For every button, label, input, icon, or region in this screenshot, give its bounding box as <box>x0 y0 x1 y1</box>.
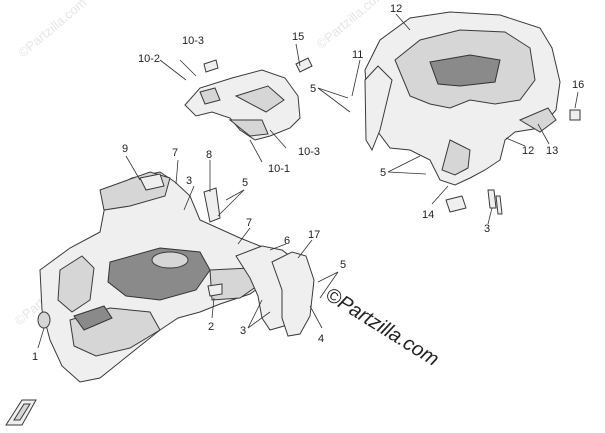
callout-5-center: 5 <box>242 177 248 189</box>
callout-10-1: 10-1 <box>268 163 290 175</box>
callout-17: 17 <box>308 229 320 241</box>
callout-labels: 10-2 10-3 15 10-3 10-1 11 12 16 13 12 14… <box>32 3 584 363</box>
part-3-clip-right <box>487 189 497 209</box>
callout-11: 11 <box>352 49 363 61</box>
callout-7-top: 7 <box>172 147 178 159</box>
leader-lines <box>37 13 579 349</box>
part-14-bracket <box>445 195 467 213</box>
watermark-top-right: ©Partzilla.com <box>314 0 388 52</box>
part-10-3-clip-top <box>203 59 219 73</box>
callout-14: 14 <box>422 209 434 221</box>
callout-5-mid-right: 5 <box>380 167 386 179</box>
callout-12-bottom: 12 <box>522 145 534 157</box>
part-front-body-assembly <box>39 171 279 383</box>
callout-8: 8 <box>206 149 212 161</box>
callout-15: 15 <box>292 31 304 43</box>
part-16-small-plug <box>569 109 581 121</box>
part-3-clip-right-b <box>495 195 503 215</box>
callout-3-right: 3 <box>484 223 490 235</box>
callout-10-2: 10-2 <box>138 53 160 65</box>
front-direction-arrow <box>5 399 37 426</box>
callout-12-top: 12 <box>390 3 402 15</box>
callout-13: 13 <box>546 145 558 157</box>
callout-16: 16 <box>572 79 584 91</box>
part-15-decal <box>295 57 313 73</box>
callout-3-center: 3 <box>186 175 192 187</box>
part-12-rear-fender-assembly <box>364 11 561 186</box>
part-9-panel <box>139 173 165 191</box>
callout-5-top: 5 <box>310 83 316 95</box>
callout-4: 4 <box>318 333 324 345</box>
callout-10-3-top: 10-3 <box>182 35 204 47</box>
callout-6: 6 <box>284 235 290 247</box>
callout-2: 2 <box>208 321 214 333</box>
part-8-bracket <box>203 187 221 223</box>
part-17-splash-guard <box>271 251 315 337</box>
callout-9: 9 <box>122 143 128 155</box>
partzilla-brand-watermark: ©Partzilla.com <box>321 284 442 371</box>
part-2-clip <box>207 283 223 297</box>
callout-1: 1 <box>32 351 38 363</box>
callout-5-lower-right: 5 <box>340 259 346 271</box>
part-1-emblem <box>37 311 51 329</box>
watermark-top-left: ©Partzilla.com <box>15 0 89 60</box>
callout-3-lower: 3 <box>240 325 246 337</box>
part-10-front-upper-cover <box>184 69 301 141</box>
callout-10-3-bottom: 10-3 <box>298 146 320 158</box>
callout-7-mid: 7 <box>246 217 252 229</box>
